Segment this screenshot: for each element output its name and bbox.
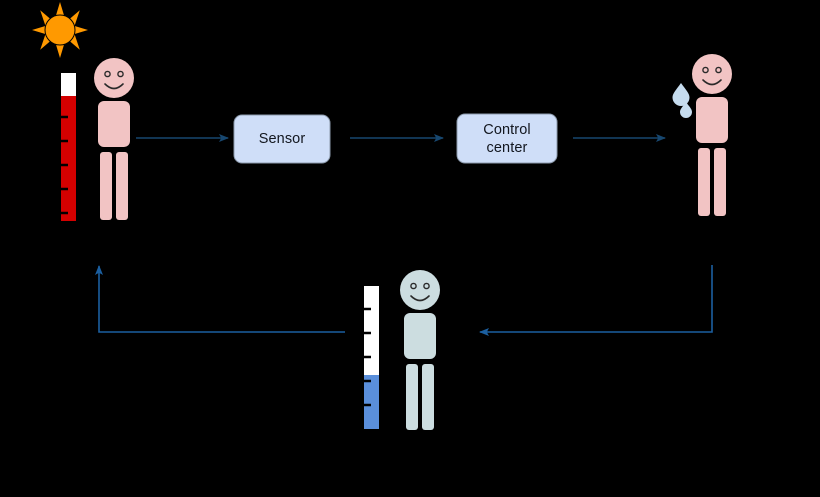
sweat-drop-icon	[672, 83, 692, 118]
thermometer-high-temperature	[59, 71, 78, 223]
thermometer-low-temperature	[362, 284, 381, 431]
person-cooled	[400, 270, 440, 430]
sensor-box[interactable]	[233, 114, 331, 164]
arrow-feedback-to-stimulus	[95, 265, 345, 333]
person-overheated	[94, 58, 134, 220]
sun-icon	[32, 2, 88, 58]
arrow-effector-to-response	[479, 265, 713, 336]
person-sweating	[672, 54, 732, 216]
control-center-box[interactable]	[456, 113, 558, 164]
